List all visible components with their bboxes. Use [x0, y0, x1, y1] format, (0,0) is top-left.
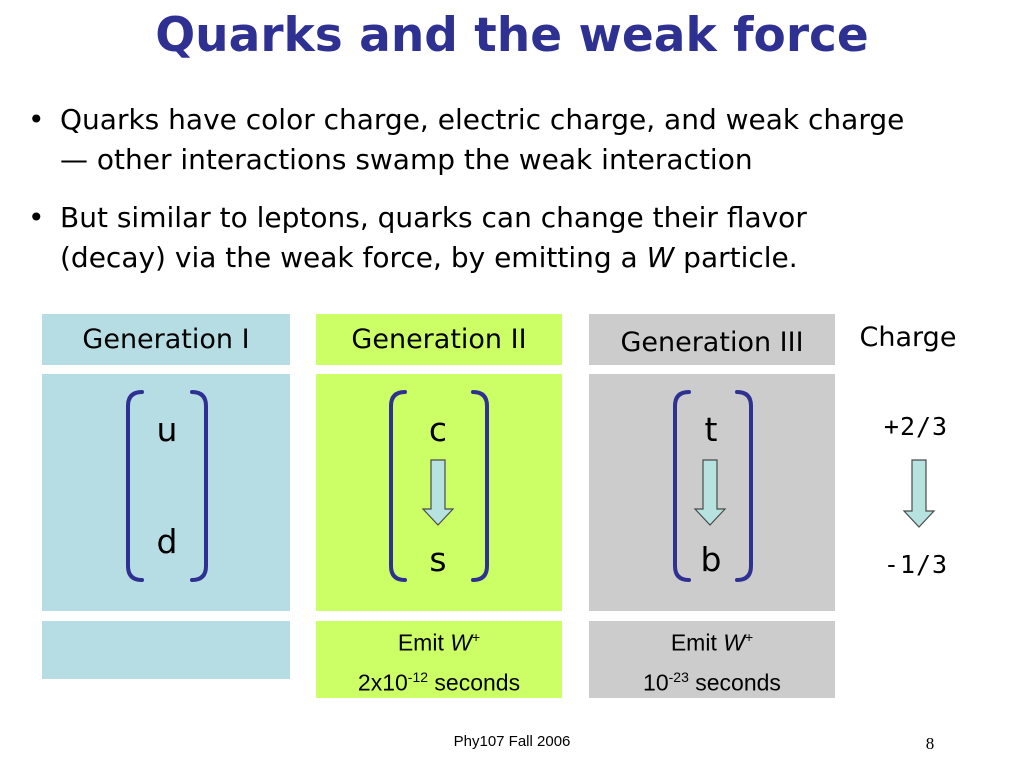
gen2-emit-particle: W [450, 629, 472, 656]
gen3-time-base: 10 [643, 669, 669, 696]
gen1-left-bracket [126, 390, 144, 582]
gen3-right-bracket [735, 390, 753, 582]
bullet-dot-icon: • [28, 201, 45, 234]
gen3-time-exp: -23 [668, 668, 689, 685]
gen3-time-unit: seconds [688, 669, 781, 696]
gen2-decay-arrow-icon [421, 459, 455, 526]
charge-arrow-icon [902, 459, 936, 528]
gen1-right-bracket [190, 390, 208, 582]
bullet-2-line-2-pre: (decay) via the weak force, by emitting … [60, 241, 647, 274]
charge-upper: +2/3 [883, 412, 949, 441]
page-number: 8 [925, 734, 935, 753]
bullet-list: • Quarks have color charge, electric cha… [28, 100, 1008, 296]
bullet-1-line-1: Quarks have color charge, electric charg… [60, 103, 905, 136]
bullet-item-1: • Quarks have color charge, electric cha… [28, 100, 1008, 180]
gen3-lifetime-line: 10-23 seconds [643, 660, 781, 700]
gen2-emit-sign: + [471, 628, 481, 645]
gen3-left-bracket [673, 390, 691, 582]
bullet-item-2: • But similar to leptons, quarks can cha… [28, 198, 1008, 278]
bullet-2-w-particle: W [646, 241, 675, 274]
footer-course: Phy107 Fall 2006 [453, 733, 571, 750]
gen3-emit-word: Emit [670, 629, 724, 656]
quark-charm: c [428, 410, 448, 449]
gen2-emit-cell: Emit W+ 2x10-12 seconds [316, 621, 562, 698]
gen1-quark-cell [42, 374, 290, 611]
quark-down: d [156, 522, 178, 561]
quark-strange: s [429, 540, 447, 579]
gen2-right-bracket [471, 390, 489, 582]
gen2-time-unit: seconds [428, 669, 521, 696]
bullet-dot-icon: • [28, 103, 45, 136]
gen3-emit-line: Emit W+ [671, 620, 753, 660]
gen2-time-base: 2x10 [357, 669, 408, 696]
quark-up: u [156, 410, 178, 449]
charge-header: Charge [859, 322, 957, 353]
gen1-emit-cell [42, 621, 290, 679]
gen1-header: Generation I [42, 314, 290, 365]
gen3-decay-arrow-icon [693, 459, 727, 526]
charge-lower: -1/3 [883, 550, 949, 579]
gen3-emit-cell: Emit W+ 10-23 seconds [589, 621, 835, 698]
bullet-2-line-2-post: particle. [674, 241, 798, 274]
gen2-left-bracket [389, 390, 407, 582]
gen3-header: Generation III [589, 314, 835, 365]
gen2-lifetime-line: 2x10-12 seconds [358, 660, 520, 700]
slide-title: Quarks and the weak force [155, 8, 869, 63]
gen3-emit-particle: W [723, 629, 745, 656]
quark-top: t [704, 410, 718, 449]
bullet-1-line-2: — other interactions swamp the weak inte… [60, 143, 753, 176]
gen2-header: Generation II [316, 314, 562, 365]
gen2-time-exp: -12 [407, 668, 429, 685]
gen2-emit-word: Emit [397, 629, 451, 656]
quark-bottom: b [700, 540, 722, 579]
bullet-2-line-1: But similar to leptons, quarks can chang… [60, 201, 807, 234]
gen3-emit-sign: + [744, 628, 754, 645]
gen2-emit-line: Emit W+ [398, 620, 480, 660]
